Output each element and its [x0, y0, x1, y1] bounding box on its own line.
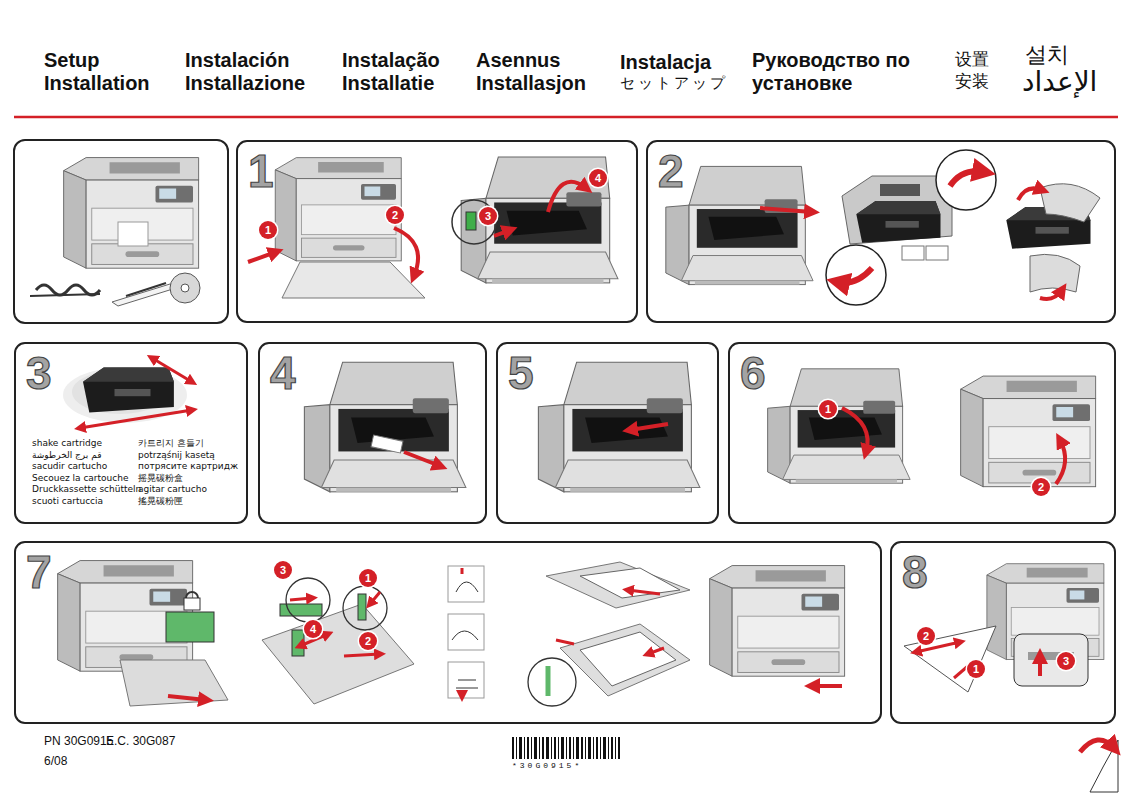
step-panel: 3 shake cartridgeقم برج الخرطوشةsacudir c… [14, 342, 248, 524]
barcode-text: *30G0915* [512, 761, 582, 770]
heading-text: Setup [44, 49, 100, 72]
heading-text: Instalação [342, 49, 440, 72]
callout-number: 4 [304, 620, 322, 638]
instruction-text: 카트리지 흔들기 [138, 438, 204, 449]
heading-text: セットアップ [620, 74, 728, 91]
callout-number: 1 [259, 221, 277, 239]
callout-number: 3 [274, 561, 292, 579]
heading-text: 安装 [955, 72, 989, 92]
heading-text: Installatie [342, 72, 434, 95]
instruction-text: Druckkassette schütteln [32, 484, 141, 495]
part-number: E.C. 30G087 [106, 735, 175, 749]
heading-text: Instalacja [620, 51, 711, 74]
step-number: 8 [902, 549, 928, 595]
step-panel: 6 [728, 342, 1116, 524]
step-panel: 5 [496, 342, 719, 524]
callout-number: 2 [359, 632, 377, 650]
step-number: 6 [740, 350, 766, 396]
instruction-text: Secouez la cartouche [32, 473, 129, 484]
instruction-text: agitar cartucho [138, 484, 207, 495]
step-number: 2 [658, 148, 684, 194]
callout-number: 3 [1057, 652, 1075, 670]
callout-number: 1 [359, 569, 377, 587]
heading-text: Instalación [185, 49, 289, 72]
callout-number: 2 [1032, 478, 1050, 496]
instruction-text: قم برج الخرطوشة [32, 450, 102, 461]
step-panel: 4 [258, 342, 487, 524]
step-panel: 1 [236, 140, 638, 323]
part-number: 6/08 [44, 755, 67, 769]
callout-number: 3 [479, 207, 497, 225]
instruction-text: потрясите картридж [138, 461, 238, 472]
callout-number: 2 [917, 627, 935, 645]
step-number: 1 [248, 148, 274, 194]
step-number: 4 [270, 350, 296, 396]
instruction-text: scuoti cartuccia [32, 496, 103, 507]
callout-number: 2 [386, 206, 404, 224]
heading-text: الإعداد [1022, 66, 1097, 98]
heading-text: Installation [44, 72, 150, 95]
step-number: 3 [26, 350, 52, 396]
instruction-text: potrząśnij kasetą [138, 450, 215, 461]
heading-text: 설치 [1025, 42, 1069, 67]
heading-text: Installazione [185, 72, 305, 95]
step-panel: 7 [14, 541, 882, 724]
step-number: 5 [508, 350, 534, 396]
instruction-text: sacudir cartucho [32, 461, 107, 472]
step-number: 7 [26, 549, 52, 595]
callout-number: 1 [967, 660, 985, 678]
part-number: PN 30G0915 [44, 735, 113, 749]
heading-text: Installasjon [476, 72, 586, 95]
callout-number: 1 [819, 400, 837, 418]
instruction-text: 摇晃碳粉盒 [138, 473, 183, 484]
heading-text: Asennus [476, 49, 560, 72]
instruction-text: 搖晃碳粉匣 [138, 496, 183, 507]
callout-number: 4 [589, 169, 607, 187]
step-panel: 2 [646, 140, 1116, 323]
heading-text: Руководство по установке [752, 49, 952, 95]
instruction-text: shake cartridge [32, 438, 102, 449]
heading-text: 设置 [955, 50, 989, 70]
